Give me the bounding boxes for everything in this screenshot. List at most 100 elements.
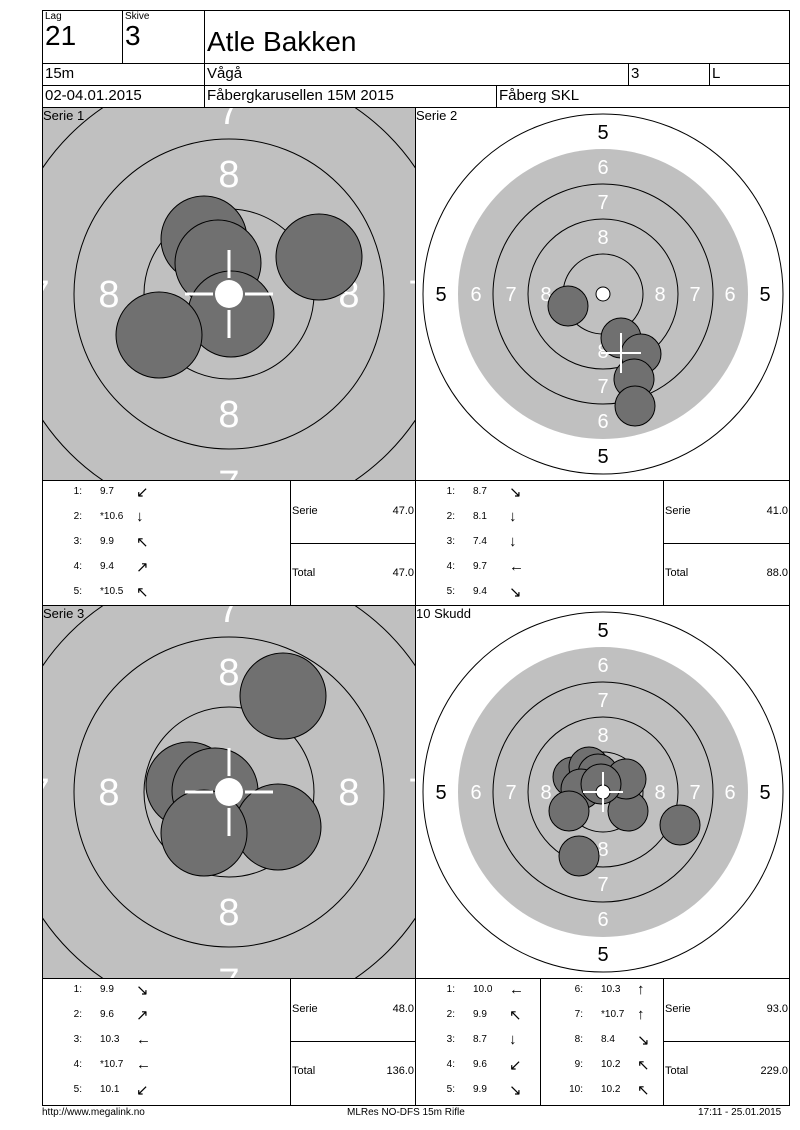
ring-label: 7: [505, 284, 516, 306]
ring-label: 7: [597, 376, 608, 398]
total-score: 88.0: [766, 567, 788, 579]
ring-label: 5: [759, 284, 770, 306]
ring-label: 5: [597, 122, 608, 144]
shot-score: 8.7: [473, 1034, 487, 1045]
ring-label: 8: [218, 652, 239, 694]
total-label: Total: [292, 567, 316, 579]
shot-direction-arrow-icon: ↓: [136, 508, 144, 525]
ring: [73, 138, 385, 450]
target-zoomed: 88887777: [43, 606, 415, 978]
skive-value: 3: [125, 20, 141, 51]
shot-direction-arrow-icon: ↑: [637, 981, 645, 998]
shot-score: 7.4: [473, 536, 487, 547]
shot-number: 1:: [446, 486, 455, 497]
shot-score: *10.7: [601, 1009, 625, 1020]
shot-hole: [558, 835, 600, 877]
ring: [422, 611, 784, 973]
shot-score: 10.1: [100, 1084, 120, 1095]
ring: [143, 706, 315, 878]
ring-label: 5: [597, 446, 608, 468]
skive-cell: Skive 3: [122, 10, 205, 64]
crosshair-icon: [185, 250, 273, 338]
shot-score: 8.7: [473, 486, 487, 497]
panel-title: Serie 2: [416, 108, 458, 123]
ring-label: 7: [597, 192, 608, 214]
ring-label: 7: [43, 274, 50, 316]
ring-label: 5: [597, 944, 608, 966]
ring: [492, 681, 714, 903]
ring-label: 7: [43, 772, 50, 814]
ten-ring: [215, 280, 243, 308]
footer-software: MLRes NO-DFS 15m Rifle: [347, 1107, 465, 1118]
ring-label: 6: [597, 655, 608, 677]
ring-label: 5: [597, 620, 608, 642]
shot-number: 5:: [73, 586, 82, 597]
shot-number: 3:: [446, 536, 455, 547]
shooter-cell: Atle Bakken: [204, 10, 790, 64]
shot-hole: [547, 285, 589, 327]
panel-title: Serie 3: [43, 606, 85, 621]
shot-direction-arrow-icon: ↙: [136, 484, 149, 501]
serie-label: Serie: [665, 505, 691, 517]
shot-direction-arrow-icon: ↖: [136, 534, 149, 551]
shot-hole: [548, 790, 590, 832]
ring: [527, 716, 679, 868]
shot-direction-arrow-icon: ↓: [509, 533, 517, 550]
ring-label: 6: [597, 909, 608, 931]
ten-ring: [595, 286, 611, 302]
shot-hole: [115, 291, 203, 379]
crosshair-icon: [583, 772, 623, 812]
shot-direction-arrow-icon: ↑: [637, 1006, 645, 1023]
summary-box: [663, 978, 790, 1106]
ring-label: 8: [597, 725, 608, 747]
serie-score: 41.0: [766, 505, 788, 517]
shot-direction-arrow-icon: ↖: [136, 584, 149, 601]
serie-score: 93.0: [766, 1003, 788, 1015]
divider: [290, 1041, 416, 1042]
shot-number: 2:: [446, 511, 455, 522]
ring-label: 8: [218, 892, 239, 934]
ring-label: 6: [470, 782, 481, 804]
serie-label: Serie: [292, 1003, 318, 1015]
divider: [663, 1041, 790, 1042]
ring-label: 7: [597, 690, 608, 712]
shot-direction-arrow-icon: ↘: [637, 1032, 650, 1049]
shot-score: *10.6: [100, 511, 124, 522]
shot-score: 9.7: [473, 561, 487, 572]
total-label: Total: [292, 1065, 316, 1077]
shot-score: 10.3: [601, 984, 621, 995]
footer-timestamp: 17:11 - 25.01.2015: [698, 1107, 782, 1118]
shot-score: 9.6: [473, 1059, 487, 1070]
shot-score: 10.2: [601, 1059, 621, 1070]
serie-label: Serie: [292, 505, 318, 517]
crosshair-icon: [601, 333, 641, 373]
shot-number: 1:: [73, 486, 82, 497]
shot-direction-arrow-icon: ↖: [509, 1007, 522, 1024]
shot-direction-arrow-icon: ↙: [509, 1057, 522, 1074]
ring-label: 5: [759, 782, 770, 804]
shot-score: 9.4: [473, 586, 487, 597]
target-serie-3: 88887777Serie 3: [42, 605, 416, 979]
shot-number: 3:: [446, 1034, 455, 1045]
ring-label: 8: [540, 284, 551, 306]
total-score: 47.0: [392, 567, 414, 579]
shot-number: 5:: [73, 1084, 82, 1095]
shot-number: 4:: [73, 1059, 82, 1070]
shot-number: 2:: [446, 1009, 455, 1020]
shot-score: 9.9: [473, 1009, 487, 1020]
shot-number: 4:: [73, 561, 82, 572]
ring-label: 6: [470, 284, 481, 306]
footer-url[interactable]: http://www.megalink.no: [42, 1107, 145, 1118]
crosshair-icon: [185, 748, 273, 836]
shot-direction-arrow-icon: ←: [136, 1056, 151, 1073]
ring: [527, 218, 679, 370]
shot-direction-arrow-icon: ↖: [637, 1082, 650, 1099]
ring-label: 7: [505, 782, 516, 804]
shot-direction-arrow-icon: ←: [509, 558, 524, 575]
skive-label: Skive: [125, 11, 150, 22]
shot-score: *10.5: [100, 586, 124, 597]
divider: [290, 543, 416, 544]
shot-score: 8.4: [601, 1034, 615, 1045]
ring-label: 5: [435, 782, 446, 804]
